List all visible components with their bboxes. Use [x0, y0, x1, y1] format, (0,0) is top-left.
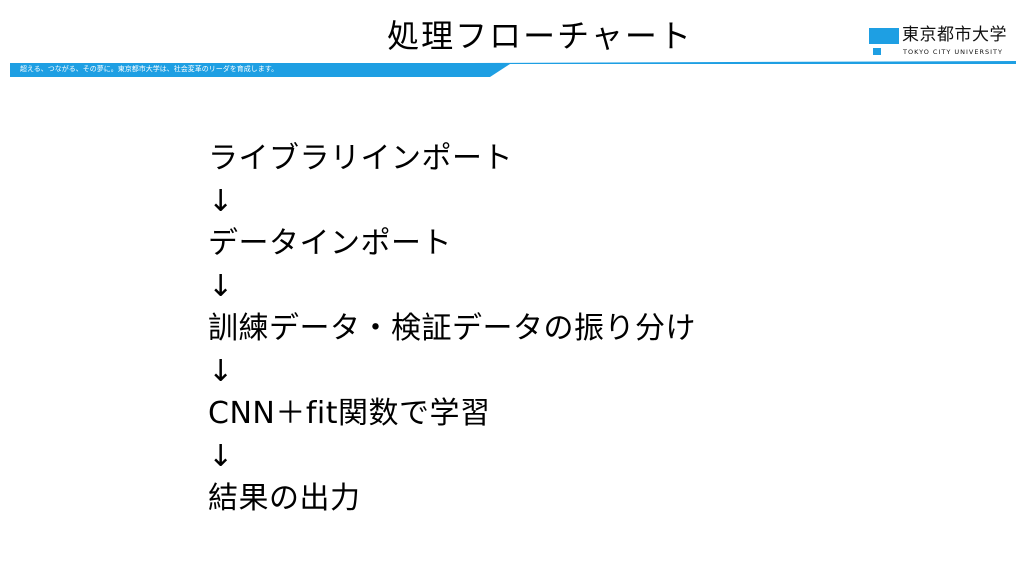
- logo-name-japanese: 東京都市大学: [902, 25, 1007, 45]
- flowchart: ライブラリインポート ↓ データインポート ↓ 訓練データ・検証データの振り分け…: [208, 138, 828, 521]
- flow-step-output-results: 結果の出力: [208, 481, 361, 516]
- flow-step-train-validation-split: 訓練データ・検証データの振り分け: [208, 311, 696, 346]
- flow-arrow-down: ↓: [208, 268, 234, 304]
- tagline-band-shape: [10, 61, 1016, 77]
- slide-title: 処理フローチャート: [387, 17, 693, 55]
- logo-mark-large-block: [869, 28, 899, 44]
- logo-name-english: TOKYO CITY UNIVERSITY: [903, 48, 1003, 56]
- tagline-band: [10, 61, 1016, 79]
- flow-step-data-import: データインポート: [208, 226, 452, 261]
- flow-arrow-down: ↓: [208, 183, 234, 219]
- flow-arrow-down: ↓: [208, 353, 234, 389]
- flow-arrow-down: ↓: [208, 438, 234, 474]
- flow-step-cnn-fit-training: CNN＋fit関数で学習: [208, 396, 491, 431]
- logo-mark-small-block: [873, 48, 881, 55]
- university-logo: 東京都市大学 TOKYO CITY UNIVERSITY: [868, 24, 1018, 60]
- tagline-text: 超える、つながる、その夢に。東京都市大学は、社会変革のリーダを育成します。: [20, 65, 279, 73]
- flow-step-library-import: ライブラリインポート: [208, 141, 513, 176]
